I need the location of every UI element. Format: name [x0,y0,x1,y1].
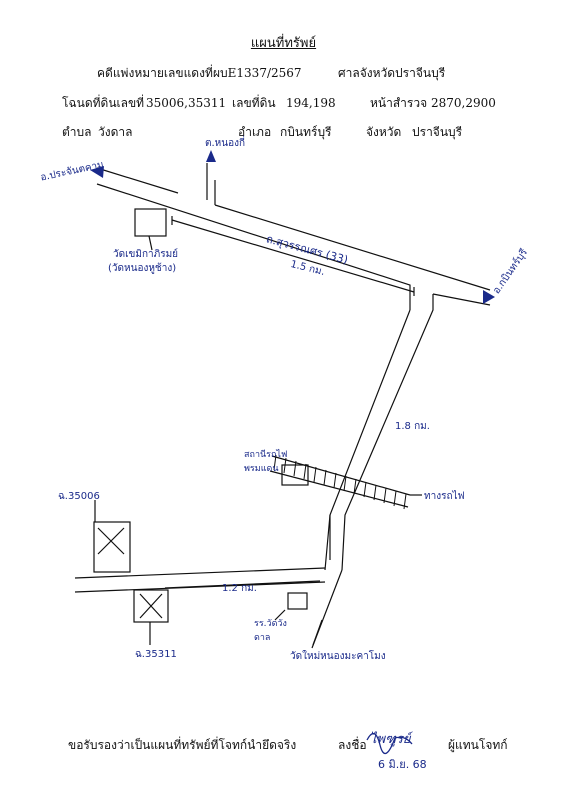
temple-upper-building [134,208,167,237]
parcel-mark [97,527,125,555]
label-school: รร.วัดวังดาล [254,619,287,643]
label-to-nong-ri: ต.หนองกี่ [205,138,246,149]
school-building [287,592,308,610]
railway-ties [273,454,407,510]
dimension-line-lower [164,580,321,589]
subdistrict-name: วังดาล [98,125,133,139]
label-dist-side: 1.8 กม. [395,421,430,432]
railway-line [271,455,411,496]
sign-role: ผู้แทนโจทก์ [448,738,508,752]
dimension-line-main [171,219,415,293]
subdistrict-label: ตำบล [62,125,92,139]
certify-text: ขอรับรองว่าเป็นแผนที่ทรัพย์ที่โจทก์นำยึด… [68,738,297,752]
survey-number: 2870,2900 [431,96,496,110]
signature: ไพฑูรย์ [370,732,411,747]
signature-scribble [366,733,413,755]
case-label: คดีแพ่งหมายเลขแดงที่ [97,66,213,80]
label-temple-lower: วัดใหม่หนองมะคาโมง [290,651,386,662]
court-name: ศาลจังหวัดปราจีนบุรี [338,66,446,80]
main-road-edge [96,167,179,194]
arrow-east [483,290,495,304]
side-road-edge [341,294,434,571]
deed-label: โฉนดที่ดินเลขที่ [62,96,145,110]
district-name: กบินทร์บุรี [280,125,332,139]
parcel-35006 [93,521,131,573]
province-name: ปราจีนบุรี [412,125,463,139]
deed-number: 35006,35311 [146,96,227,110]
survey-label: หน้าสำรวจ [370,96,428,110]
label-station: สถานีรถไฟพรมแดน [244,450,288,474]
label-deed-a: ฉ.35006 [58,491,100,502]
case-number: ผบE1337/2567 [213,66,302,80]
pointer-line [148,235,153,251]
land-number: 194,198 [286,96,336,110]
parcel-35311 [133,589,169,623]
sign-date: 6 มิ.ย. 68 [378,758,427,771]
label-temple-upper: วัดเขมิกาภิรมย์ [113,249,179,260]
pointer-line [274,609,286,621]
arrow-west [90,166,104,178]
land-label: เลขที่ดิน [232,96,276,110]
side-road-edge [324,309,411,571]
parcel-mark [139,593,163,619]
sign-label: ลงชื่อ [338,738,367,752]
label-railway: ทางรถไฟ [424,491,465,502]
district-label: อำเภอ [238,125,272,139]
dimension-tick [171,216,415,296]
pointer-line [312,619,323,646]
main-road-edge [96,183,411,310]
label-dist-lower: 1.2 กม. [222,583,257,594]
main-road-edge [214,204,491,291]
arrow-north [206,150,216,162]
page-title: แผนที่ทรัพย์ [250,36,317,51]
label-temple-upper-alt: (วัดหนองหูช้าง) [108,263,177,274]
label-deed-b: ฉ.35311 [135,649,177,660]
main-road-edge [432,293,491,306]
lower-road-edge [74,567,326,579]
province-label: จังหวัด [366,125,402,139]
railway-line [269,470,409,508]
